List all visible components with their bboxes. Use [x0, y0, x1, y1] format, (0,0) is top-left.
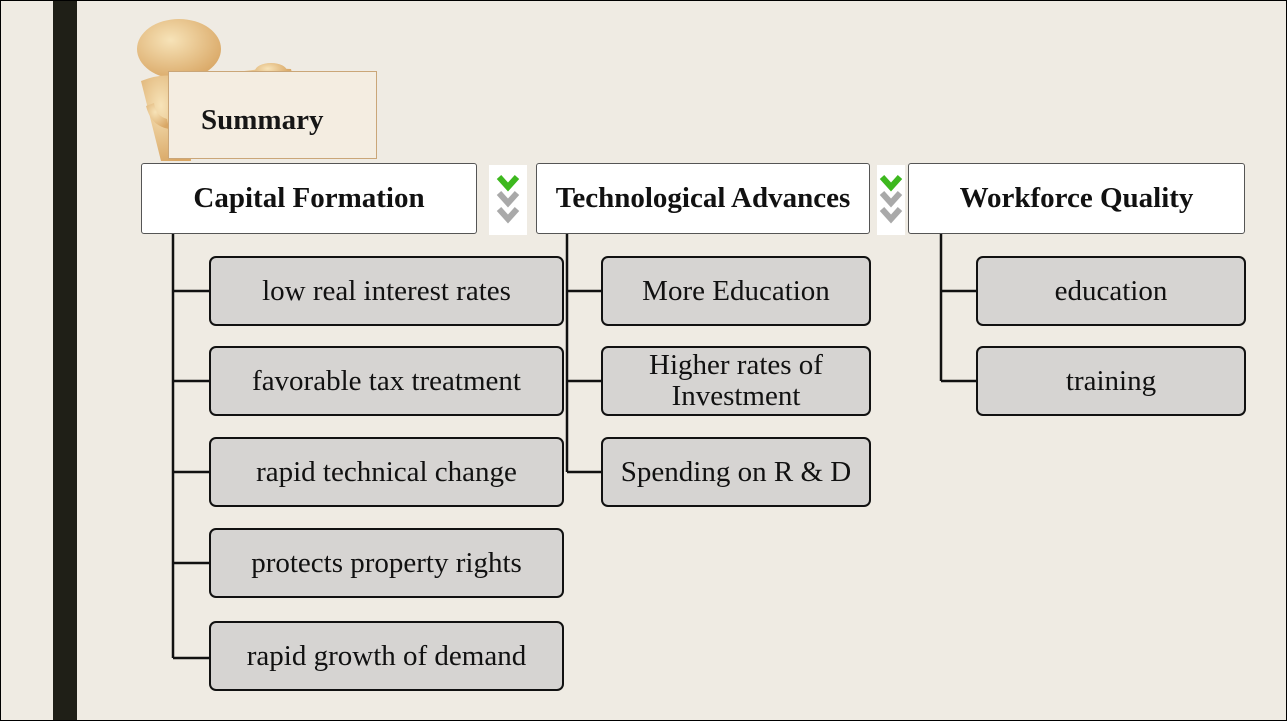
heading-technological-advances: Technological Advances: [536, 163, 870, 234]
chevron-down-icon: [489, 165, 527, 235]
item-education: education: [976, 256, 1246, 326]
heading-capital-formation: Capital Formation: [141, 163, 477, 234]
item-training: training: [976, 346, 1246, 416]
chevron-down-icon: [877, 165, 905, 235]
heading-workforce-quality: Workforce Quality: [908, 163, 1245, 234]
item-higher-rates-of-investment: Higher rates of Investment: [601, 346, 871, 416]
item-rapid-technical-change: rapid technical change: [209, 437, 564, 507]
summary-sign: [168, 71, 377, 159]
left-accent-bar: [53, 1, 77, 720]
item-favorable-tax-treatment: favorable tax treatment: [209, 346, 564, 416]
item-protects-property-rights: protects property rights: [209, 528, 564, 598]
slide-title: Summary: [201, 104, 324, 136]
item-rapid-growth-of-demand: rapid growth of demand: [209, 621, 564, 691]
item-more-education: More Education: [601, 256, 871, 326]
item-spending-on-r-and-d: Spending on R & D: [601, 437, 871, 507]
item-low-real-interest-rates: low real interest rates: [209, 256, 564, 326]
